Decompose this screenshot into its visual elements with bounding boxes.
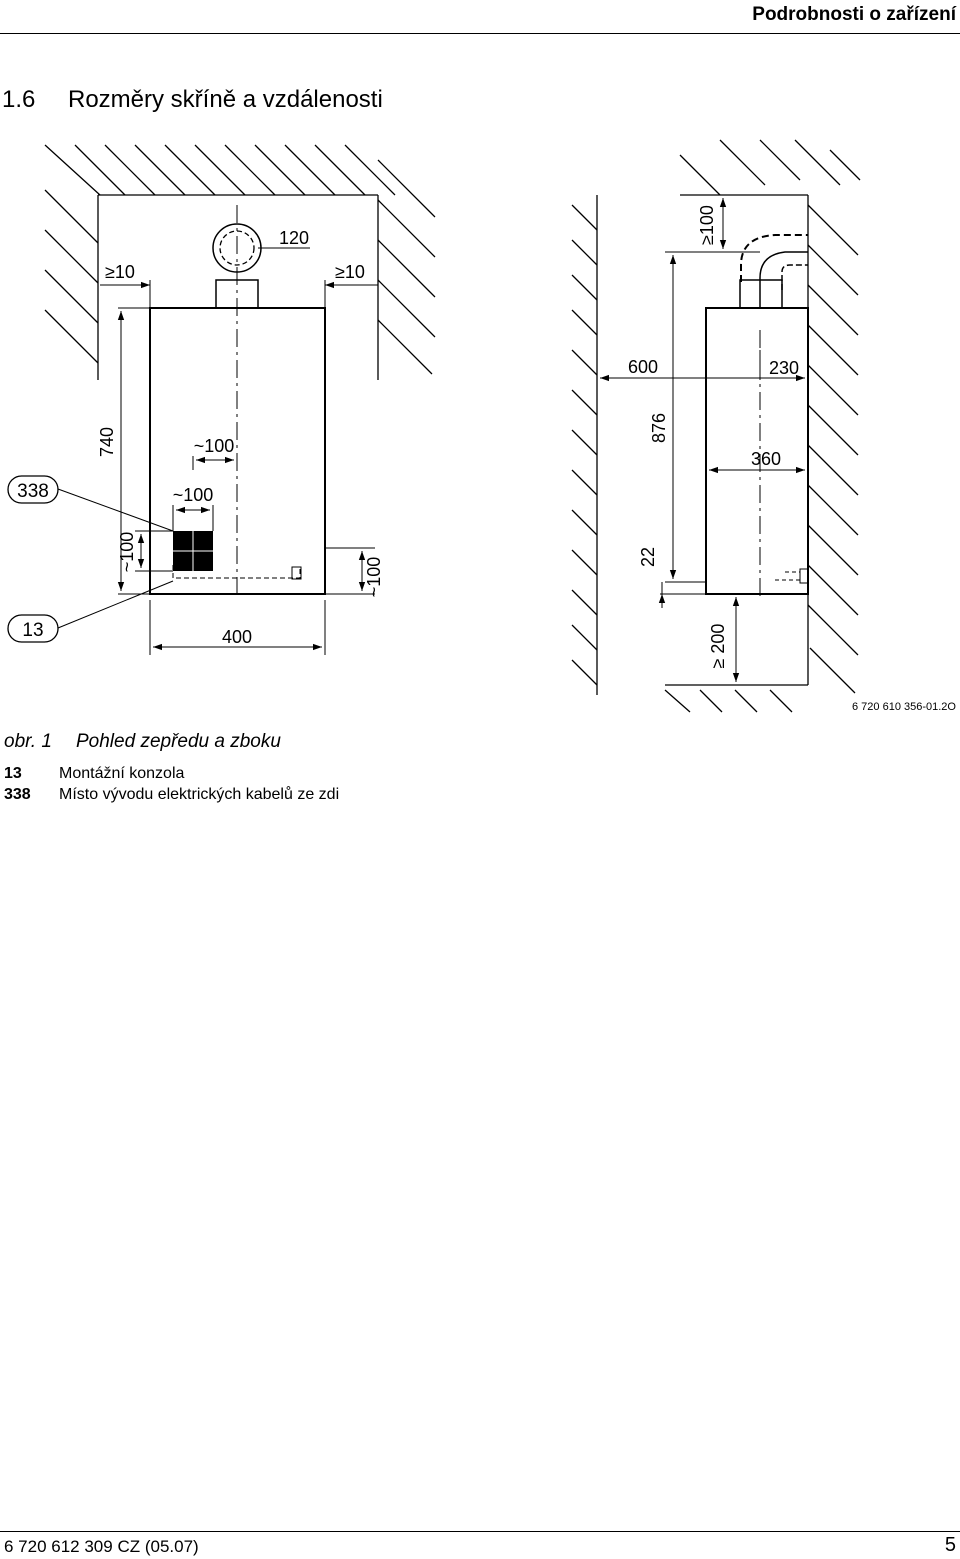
callout-13-label: 13	[22, 620, 43, 641]
boiler-side	[705, 234, 809, 600]
figure-caption: obr. 1 Pohled zepředu a zboku	[4, 731, 281, 753]
running-head: Podrobnosti o zařízení	[752, 4, 956, 25]
wall-hatch-front	[44, 144, 436, 380]
dim-740: 740	[97, 427, 117, 457]
side-view: ≥100 600 230 876 360 22 ≥ 200	[571, 139, 861, 713]
legend-key: 338	[4, 786, 31, 803]
dim-876: 876	[649, 413, 669, 443]
dim-100-right: ~100	[364, 557, 384, 598]
dim-360: 360	[751, 449, 781, 469]
dim-100-lower: ~100	[173, 485, 214, 505]
side-dimension-lines	[600, 194, 805, 682]
dim-400: 400	[222, 627, 252, 647]
legend-key: 13	[4, 765, 22, 782]
dim-600: 600	[628, 357, 658, 377]
dim-22: 22	[638, 547, 658, 567]
legend-text: Montážní konzola	[59, 765, 185, 782]
technical-drawing: ≥10 120 ≥10 740 ~100 ~100 ~100 ~100 400 …	[7, 139, 861, 713]
legend-text: Místo vývodu elektrických kabelů ze zdi	[59, 786, 340, 803]
document-code: 6 720 612 309 CZ (05.07)	[4, 1537, 199, 1556]
header-rule	[0, 33, 960, 34]
dim-100-upper: ~100	[194, 436, 235, 456]
dim-100-left: ~100	[117, 532, 137, 573]
dim-120: 120	[279, 228, 309, 248]
drawing-code: 6 720 610 356-01.2O	[852, 701, 956, 713]
boiler-front	[149, 205, 326, 600]
front-view: ≥10 120 ≥10 740 ~100 ~100 ~100 ~100 400 …	[7, 144, 436, 655]
footer-rule	[0, 1531, 960, 1532]
front-dimension-lines	[100, 247, 378, 655]
figure-caption-text: Pohled zepředu a zboku	[76, 731, 281, 752]
legend: 13 Montážní konzola 338 Místo vývodu elekt…	[4, 763, 339, 805]
dim-ge200: ≥ 200	[708, 624, 728, 669]
callout-338-label: 338	[17, 481, 49, 502]
page-number: 5	[944, 1534, 956, 1556]
legend-item: 338 Místo vývodu elektrických kabelů ze z…	[4, 784, 339, 805]
callout-13: 13	[7, 580, 174, 643]
dim-230: 230	[769, 358, 799, 378]
dim-ge10-right: ≥10	[335, 262, 365, 282]
dim-ge100: ≥100	[697, 205, 717, 245]
section-number: 1.6	[2, 86, 36, 113]
dim-ge10-left: ≥10	[105, 262, 135, 282]
legend-item: 13 Montážní konzola	[4, 763, 339, 784]
figure-label: obr. 1	[4, 731, 52, 752]
callout-338: 338	[7, 475, 174, 532]
section-title-text: Rozměry skříně a vzdálenosti	[68, 86, 383, 113]
section-title: 1.6 Rozměry skříně a vzdálenosti	[2, 86, 383, 114]
